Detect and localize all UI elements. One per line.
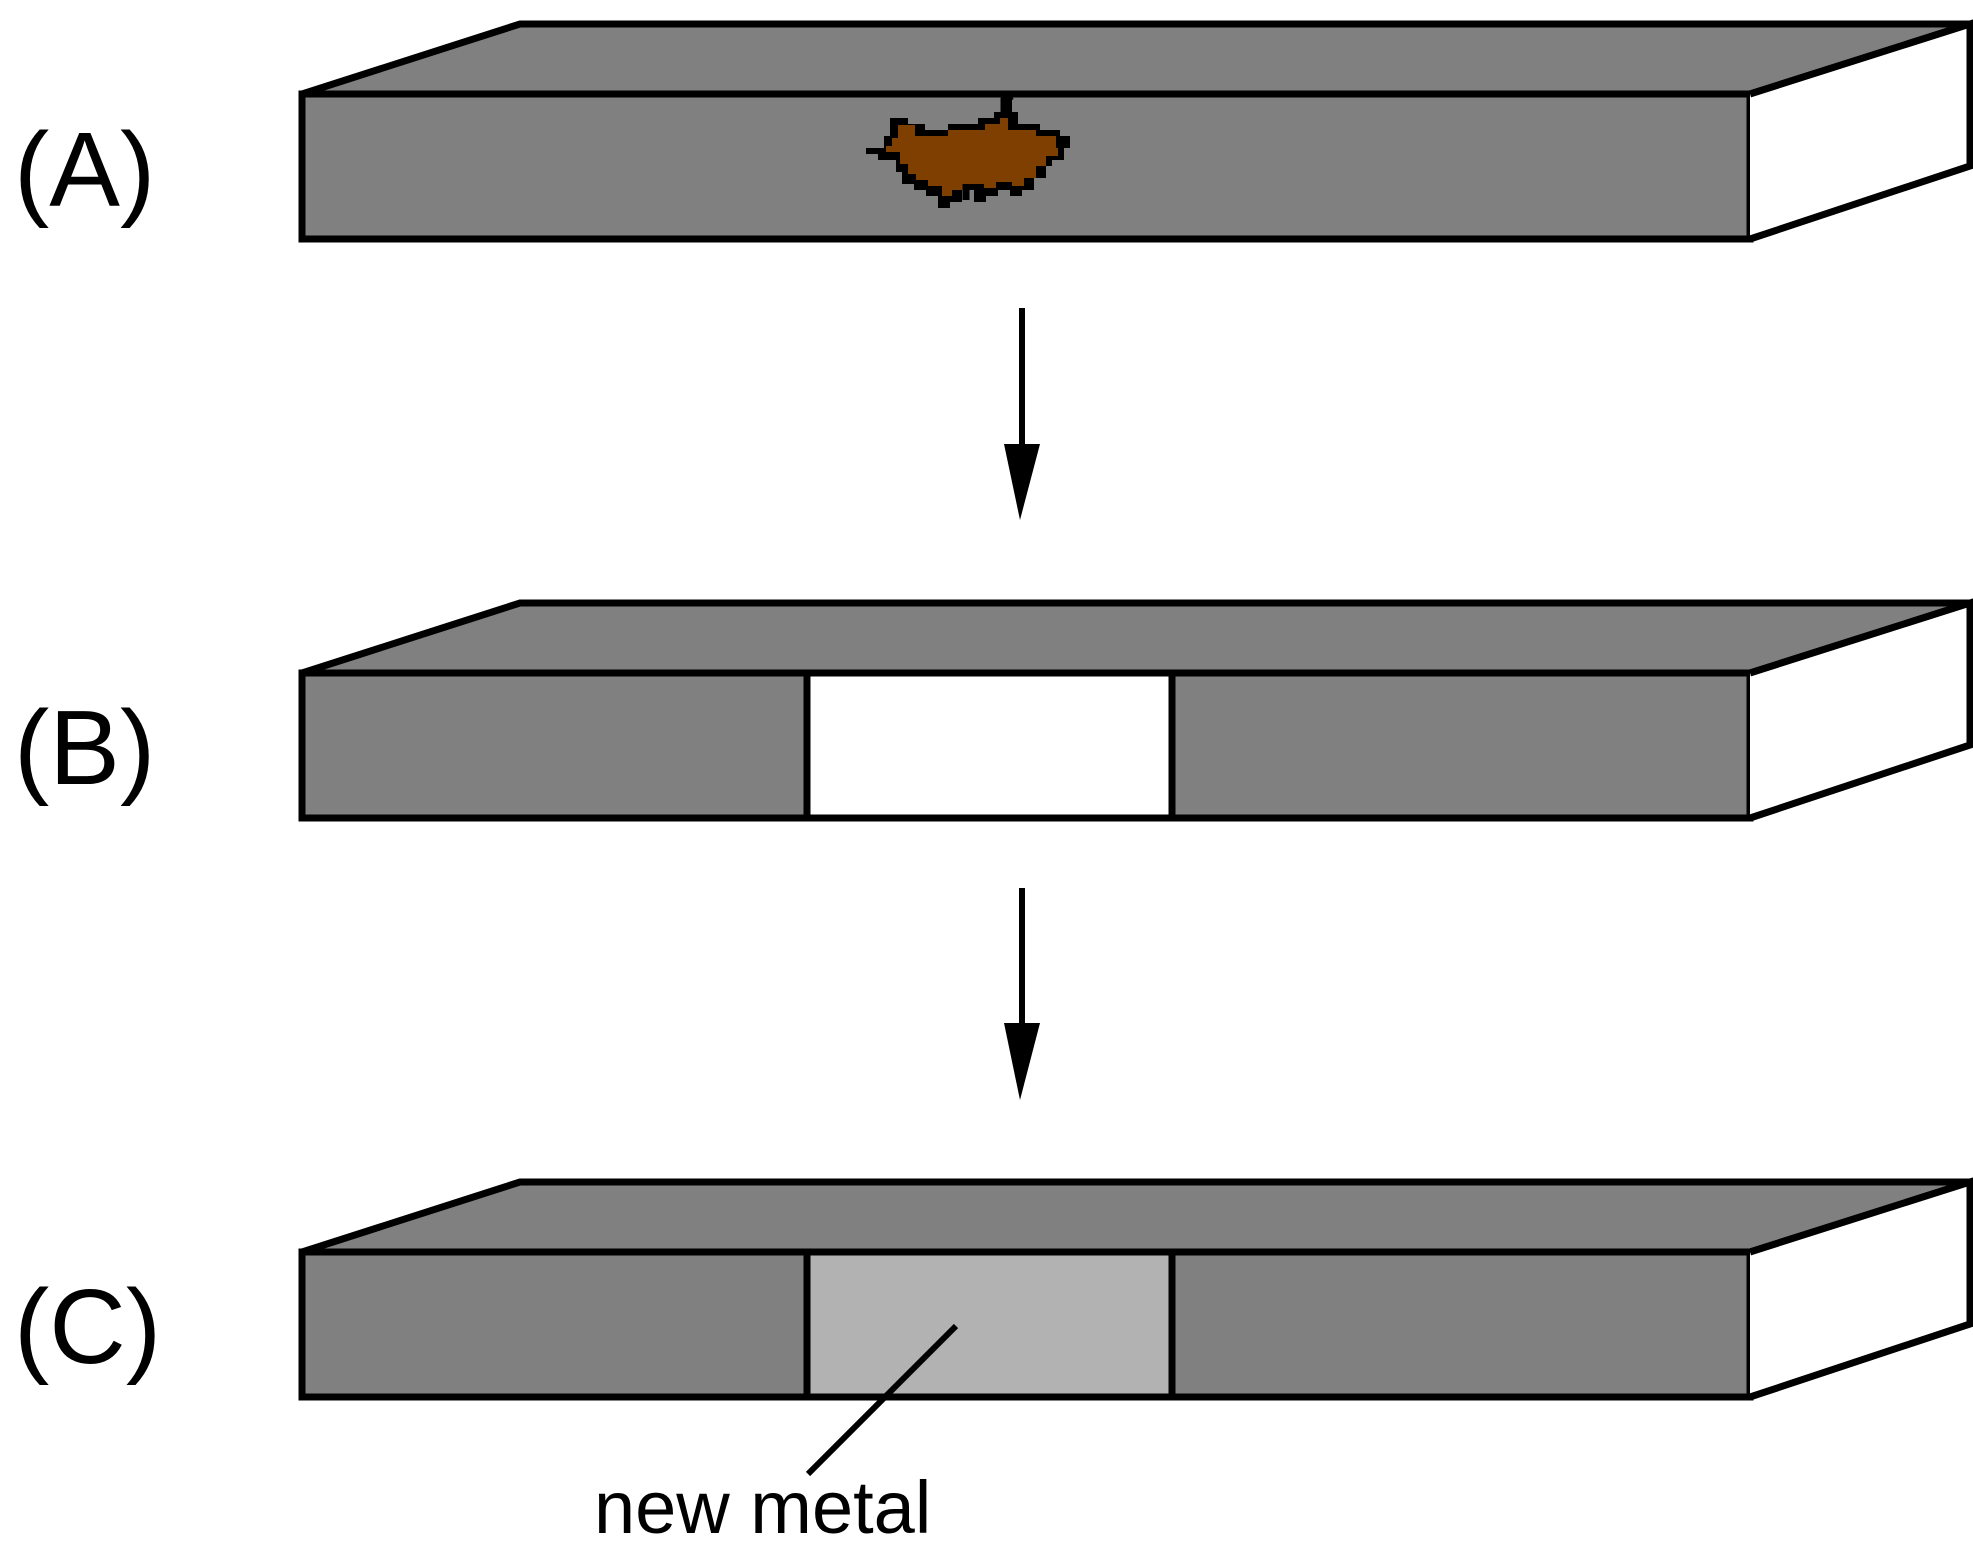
bar-end-face — [1748, 598, 1973, 822]
bar-front-left — [298, 1248, 811, 1401]
bar-front-left — [298, 669, 811, 822]
rust-fill — [886, 118, 1058, 196]
metal-bar-b — [298, 598, 1973, 822]
new-metal-patch — [803, 1248, 1176, 1401]
arrow-head — [1004, 1023, 1040, 1100]
metal-bar-c — [298, 1177, 1973, 1401]
rust-spot — [866, 92, 1070, 208]
bar-front-right — [1168, 1248, 1754, 1401]
panel-c: (C) new metal — [14, 1177, 1973, 1549]
arrow-a-to-b — [1004, 308, 1040, 520]
bar-top-face — [300, 1178, 1972, 1256]
annotation-leader-line — [805, 1323, 959, 1477]
arrow-b-to-c — [1004, 888, 1040, 1100]
panel-label-a: (A) — [14, 111, 155, 229]
cut-out-gap — [803, 669, 1176, 822]
bar-end-face — [1748, 1177, 1973, 1401]
arrow-head — [1004, 444, 1040, 520]
panel-a: (A) — [14, 19, 1973, 243]
bar-end-face — [1748, 19, 1973, 243]
new-metal-label: new metal — [594, 1466, 931, 1549]
panel-b: (B) — [14, 598, 1973, 822]
rust-crack — [962, 92, 1014, 200]
bar-front-right — [1168, 669, 1754, 822]
bar-top-face — [300, 20, 1972, 98]
panel-label-b: (B) — [14, 689, 155, 807]
bar-top-face — [300, 599, 1972, 677]
panel-label-c: (C) — [14, 1268, 161, 1386]
metal-bar-a — [298, 19, 1973, 243]
